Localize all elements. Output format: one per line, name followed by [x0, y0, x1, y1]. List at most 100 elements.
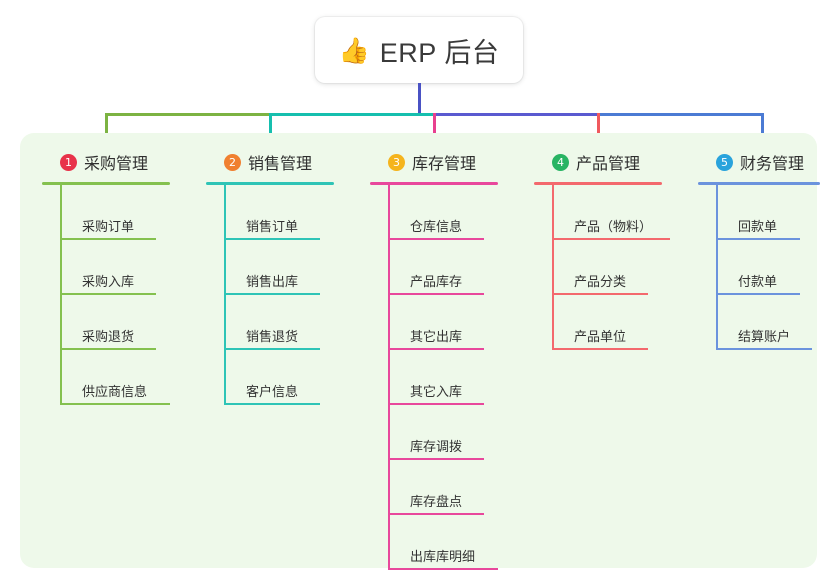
- column-header-3[interactable]: 3 库存管理: [370, 149, 520, 175]
- column-index-badge: 5: [716, 153, 733, 171]
- branch-column-4: 4 产品管理产品（物料） 产品分类产品单位: [534, 149, 684, 350]
- column-header-rule: [370, 182, 498, 185]
- list-item-rule: [388, 238, 484, 240]
- list-item[interactable]: 其它出库: [388, 295, 520, 350]
- column-items-5: 回款单付款单结算账户: [716, 185, 838, 350]
- list-item[interactable]: 库存调拨: [388, 405, 520, 460]
- column-title: 库存管理: [412, 156, 477, 173]
- column-drop-connector-4: [597, 113, 600, 145]
- list-item-label: 产品分类: [574, 274, 627, 289]
- list-item-rule: [224, 348, 320, 350]
- column-header-4[interactable]: 4 产品管理: [534, 149, 684, 175]
- list-item[interactable]: 产品分类: [552, 240, 684, 295]
- list-item-rule: [224, 403, 320, 405]
- column-index-badge: 4: [552, 153, 569, 171]
- bus-segment-3: [434, 113, 600, 116]
- list-item-label: 供应商信息: [82, 384, 148, 399]
- bus-segment-2: [270, 113, 436, 116]
- list-item-rule: [60, 238, 156, 240]
- list-item[interactable]: 供应商信息: [60, 350, 192, 405]
- column-title: 产品管理: [576, 156, 641, 173]
- list-item-rule: [552, 293, 648, 295]
- list-item-rule: [716, 238, 800, 240]
- branch-column-5: 5 财务管理回款单付款单结算账户: [698, 149, 838, 350]
- list-item[interactable]: 销售订单: [224, 185, 356, 240]
- list-item-label: 库存调拨: [410, 439, 463, 454]
- list-item-label: 付款单: [738, 274, 778, 289]
- column-title: 采购管理: [84, 156, 149, 173]
- list-item-label: 客户信息: [246, 384, 299, 399]
- list-item-rule: [60, 348, 156, 350]
- column-header-5[interactable]: 5 财务管理: [698, 149, 838, 175]
- list-item[interactable]: 仓库信息: [388, 185, 520, 240]
- column-index-badge: 1: [60, 153, 77, 171]
- column-trunk-line: [60, 185, 62, 405]
- root-node-title: ERP 后台: [379, 37, 500, 68]
- root-node-card[interactable]: 👍 ERP 后台: [315, 17, 523, 83]
- list-item[interactable]: 结算账户: [716, 295, 838, 350]
- list-item-rule: [388, 513, 484, 515]
- list-item-label: 采购订单: [82, 219, 135, 234]
- list-item[interactable]: 采购退货: [60, 295, 192, 350]
- column-items-3: 仓库信息产品库存其它出库其它入库库存调拨库存盘点出库库明细: [388, 185, 520, 570]
- column-items-1: 采购订单采购入库采购退货供应商信息: [60, 185, 192, 405]
- list-item-label: 采购退货: [82, 329, 135, 344]
- list-item[interactable]: 其它入库: [388, 350, 520, 405]
- list-item-label: 出库库明细: [410, 549, 476, 564]
- list-item-label: 产品库存: [410, 274, 463, 289]
- column-index-badge: 2: [224, 153, 241, 171]
- branches-panel: 1 采购管理采购订单采购入库采购退货供应商信息 2 销售管理销售订单销售出库销售退货客…: [20, 133, 820, 570]
- column-trunk-line: [716, 185, 718, 350]
- list-item[interactable]: 出库库明细: [388, 515, 520, 570]
- list-item[interactable]: 库存盘点: [388, 460, 520, 515]
- list-item-label: 采购入库: [82, 274, 135, 289]
- column-header-rule: [534, 182, 662, 185]
- list-item[interactable]: 回款单: [716, 185, 838, 240]
- column-title: 财务管理: [740, 156, 805, 173]
- column-header-rule: [42, 182, 170, 185]
- root-stem-connector: [418, 83, 421, 115]
- list-item-label: 销售退货: [246, 329, 299, 344]
- column-trunk-line: [552, 185, 554, 350]
- column-drop-connector-2: [269, 113, 272, 145]
- list-item[interactable]: 销售退货: [224, 295, 356, 350]
- list-item[interactable]: 付款单: [716, 240, 838, 295]
- list-item-label: 销售订单: [246, 219, 299, 234]
- list-item[interactable]: 采购订单: [60, 185, 192, 240]
- list-item-rule: [60, 293, 156, 295]
- branch-column-2: 2 销售管理销售订单销售出库销售退货客户信息: [206, 149, 356, 405]
- thumbs-up-icon: 👍: [338, 35, 370, 65]
- column-title: 销售管理: [248, 156, 313, 173]
- list-item[interactable]: 产品库存: [388, 240, 520, 295]
- list-item[interactable]: 采购入库: [60, 240, 192, 295]
- list-item-rule: [224, 293, 320, 295]
- column-header-2[interactable]: 2 销售管理: [206, 149, 356, 175]
- list-item-label: 其它入库: [410, 384, 463, 399]
- column-drop-connector-1: [105, 113, 108, 145]
- column-trunk-line: [388, 185, 390, 570]
- column-header-rule: [698, 182, 820, 185]
- list-item-label: 回款单: [738, 219, 778, 234]
- list-item-rule: [552, 238, 670, 240]
- list-item-rule: [716, 293, 800, 295]
- list-item-rule: [716, 348, 812, 350]
- bus-segment-4: [598, 113, 764, 116]
- list-item-label: 产品单位: [574, 329, 627, 344]
- list-item-rule: [388, 568, 498, 570]
- list-item-label: 其它出库: [410, 329, 463, 344]
- column-header-1[interactable]: 1 采购管理: [42, 149, 192, 175]
- list-item-label: 库存盘点: [410, 494, 463, 509]
- column-drop-connector-3: [433, 113, 436, 145]
- list-item[interactable]: 销售出库: [224, 240, 356, 295]
- column-drop-connector-5: [761, 113, 764, 145]
- list-item-label: 结算账户: [738, 329, 791, 344]
- list-item-label: 销售出库: [246, 274, 299, 289]
- branch-column-1: 1 采购管理采购订单采购入库采购退货供应商信息: [42, 149, 192, 405]
- column-index-badge: 3: [388, 153, 405, 171]
- list-item-label: 仓库信息: [410, 219, 463, 234]
- list-item[interactable]: 产品（物料）: [552, 185, 684, 240]
- list-item[interactable]: 产品单位: [552, 295, 684, 350]
- list-item[interactable]: 客户信息: [224, 350, 356, 405]
- list-item-rule: [388, 458, 484, 460]
